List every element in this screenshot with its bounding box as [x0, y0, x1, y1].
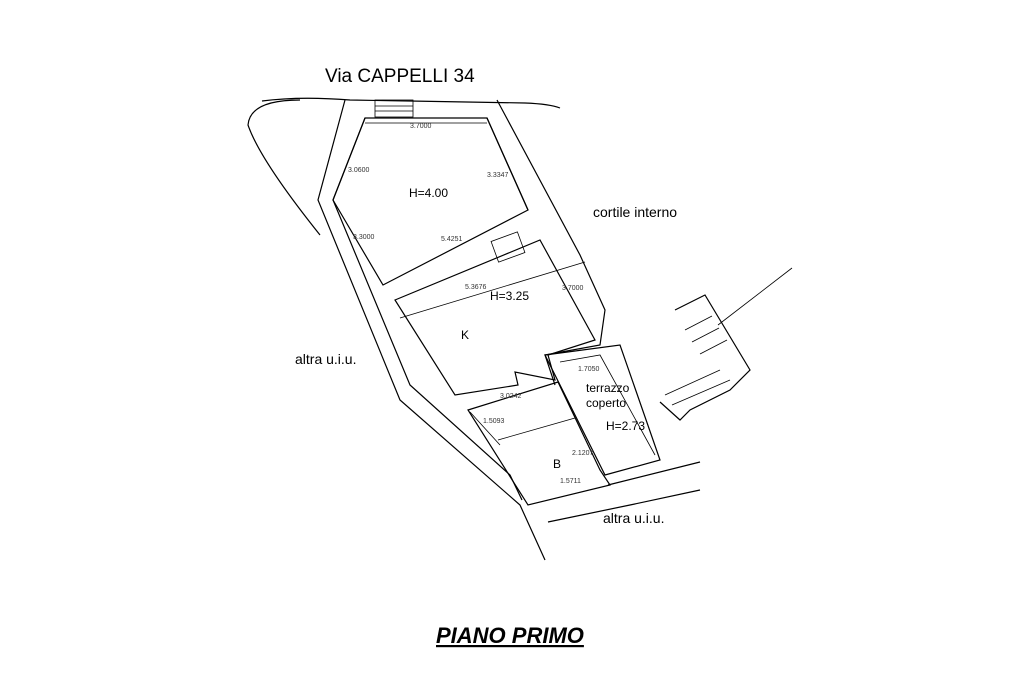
bath-label: B: [553, 457, 561, 471]
outer-wall-right: [496, 99, 606, 386]
dimension: 5.3676: [465, 284, 487, 291]
dimension: 5.4251: [441, 236, 463, 243]
room-1: [332, 117, 529, 286]
dimension: 1.7050: [578, 366, 600, 373]
dimension: 3.7000: [410, 123, 432, 130]
courtyard-label: cortile interno: [593, 204, 677, 220]
external-stairs: [659, 294, 751, 421]
stair-arrow-line: [717, 267, 793, 326]
dimension: 3.3347: [487, 172, 509, 179]
covered-terrace: [544, 344, 661, 476]
kitchen-height: H=3.25: [490, 289, 529, 303]
dimension: 3.3000: [353, 234, 375, 241]
terrace-label-2: coperto: [586, 396, 626, 410]
dimension: 1.5093: [483, 418, 505, 425]
plan-title: PIANO PRIMO: [436, 623, 584, 648]
entry-stairs: [374, 99, 414, 118]
dimension: 1.5711: [560, 478, 581, 485]
room1-height: H=4.00: [409, 186, 448, 200]
kitchen-label: K: [461, 328, 469, 342]
outer-wall-left: [317, 99, 546, 561]
kitchen: [394, 239, 596, 396]
neighbor-bottom-label: altra u.i.u.: [603, 510, 664, 526]
street-edge: [261, 97, 561, 109]
dimension: 3.7000: [562, 285, 584, 292]
inner-stairs: [490, 231, 526, 263]
dimension: 2.1207: [572, 450, 594, 457]
terrace-height: H=2.73: [606, 419, 645, 433]
terrace-label-1: terrazzo: [586, 381, 630, 395]
street-label: Via CAPPELLI 34: [325, 66, 475, 87]
dimension: 3.0600: [348, 167, 370, 174]
left-lot-curve: [247, 99, 321, 236]
bottom-boundary: [547, 489, 701, 523]
bathroom: [467, 381, 611, 506]
dimension: 3.0242: [500, 393, 522, 400]
neighbor-left-label: altra u.i.u.: [295, 351, 356, 367]
